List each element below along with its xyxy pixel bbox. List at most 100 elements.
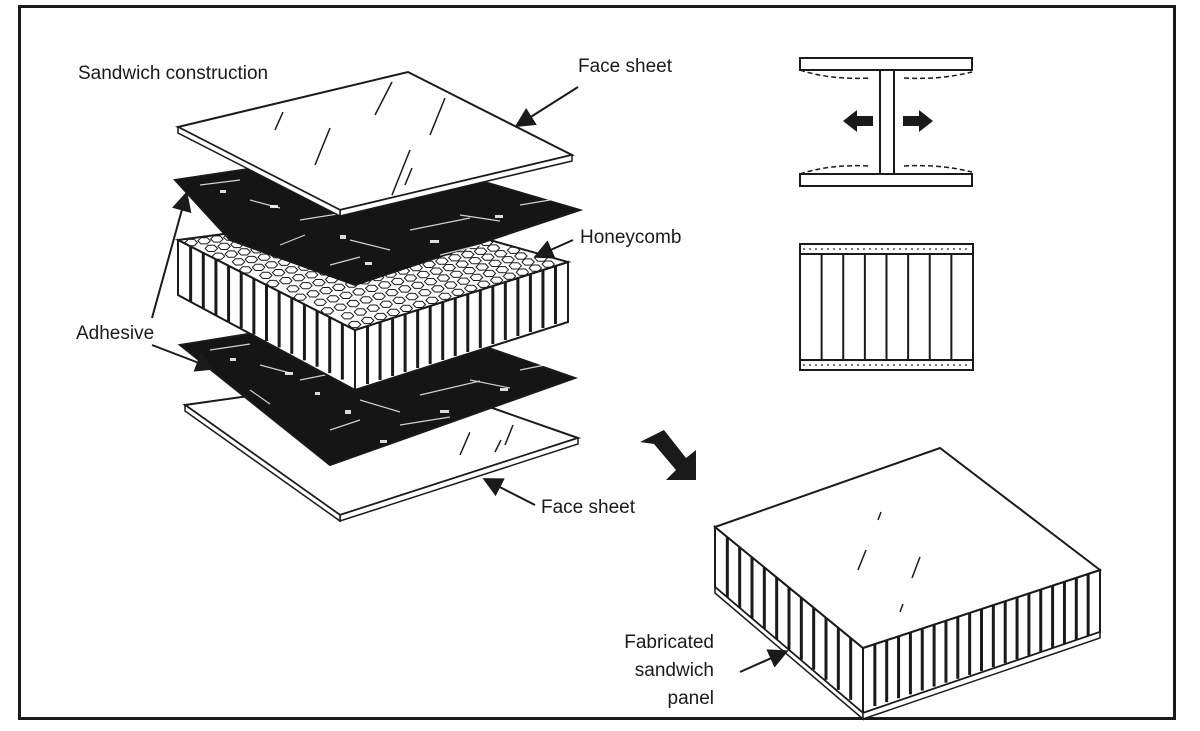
honeycomb-cell [515, 268, 530, 276]
texture-dot [947, 364, 949, 366]
honeycomb-cell [286, 285, 300, 293]
label-fabricated-line1: Fabricated [624, 632, 714, 653]
texture-dot [923, 248, 925, 250]
honeycomb-cell [217, 242, 232, 250]
texture-dot [917, 248, 919, 250]
texture-dot [905, 364, 907, 366]
honeycomb-cell [184, 238, 199, 247]
honeycomb-cell [347, 320, 362, 329]
honeycomb-cell [399, 304, 414, 312]
texture-dot [905, 248, 907, 250]
honeycomb-cell [251, 263, 266, 271]
texture-dot [863, 248, 865, 250]
label-fabricated-line3: panel [667, 688, 715, 709]
honeycomb-cell [346, 299, 361, 308]
honeycomb-cell [469, 273, 484, 281]
honeycomb-cell [244, 255, 259, 264]
texture-dot [839, 248, 841, 250]
texture-dot [845, 364, 847, 366]
honeycomb-cell [284, 266, 299, 274]
texture-dot [815, 364, 817, 366]
honeycomb-cell [366, 304, 381, 312]
honeycomb-cell [493, 250, 508, 258]
texture-dot [869, 364, 871, 366]
honeycomb-cell [442, 264, 457, 272]
texture-dot [899, 364, 901, 366]
honeycomb-cell [541, 260, 556, 268]
honeycomb-cell [449, 270, 464, 278]
texture-dot [869, 248, 871, 250]
honeycomb-cell [359, 296, 374, 304]
texture-dot [875, 364, 877, 366]
honeycomb-cell [224, 250, 239, 258]
sandwich-cross-section [799, 243, 974, 371]
honeycomb-cell [429, 267, 444, 275]
honeycomb-cell [339, 291, 353, 299]
texture-dot [827, 248, 829, 250]
honeycomb-cell [463, 284, 478, 292]
honeycomb-cell [425, 296, 440, 304]
honeycomb-cell [237, 248, 252, 256]
honeycomb-cell [521, 258, 536, 266]
texture-dot [857, 248, 859, 250]
honeycomb-cell [397, 285, 412, 293]
honeycomb-cell [480, 253, 495, 261]
honeycomb-cell [319, 287, 333, 295]
texture-dot [851, 364, 853, 366]
arrow-left-icon [843, 110, 873, 132]
texture-dot [833, 248, 835, 250]
honeycomb-cell [455, 260, 470, 268]
honeycomb-cell [468, 257, 482, 265]
honeycomb-cell [430, 285, 445, 293]
texture-dot [809, 364, 811, 366]
honeycomb-cell [412, 300, 427, 308]
honeycomb-cell [422, 260, 437, 268]
texture-dot [827, 364, 829, 366]
honeycomb-cell [495, 266, 510, 274]
arrow-right-icon [903, 110, 933, 132]
texture-dot [899, 248, 901, 250]
texture-dot [821, 364, 823, 366]
honeycomb-cell [326, 295, 341, 303]
fabricated-panel [712, 446, 1103, 721]
texture-dot [803, 248, 805, 250]
label-face-sheet-top: Face sheet [578, 56, 672, 77]
texture-dot [845, 248, 847, 250]
texture-dot [965, 364, 967, 366]
honeycomb-cell [462, 267, 477, 275]
honeycomb-cell [298, 282, 313, 290]
honeycomb-cell [238, 266, 253, 274]
honeycomb-cell [476, 280, 491, 288]
texture-dot [887, 248, 889, 250]
texture-dot [815, 248, 817, 250]
honeycomb-cell [311, 279, 326, 287]
honeycomb-cell [482, 269, 497, 278]
honeycomb-cell [528, 264, 543, 272]
texture-dot [959, 364, 961, 366]
texture-dot [929, 248, 931, 250]
texture-dot [923, 364, 925, 366]
texture-dot [911, 248, 913, 250]
texture-dot [875, 248, 877, 250]
texture-dot [959, 248, 961, 250]
honeycomb-cell [291, 274, 306, 282]
honeycomb-cell [197, 237, 212, 245]
texture-dot [929, 364, 931, 366]
honeycomb-cell [331, 283, 346, 291]
honeycomb-cell [501, 256, 515, 264]
texture-dot [917, 364, 919, 366]
texture-dot [803, 364, 805, 366]
texture-dot [863, 364, 865, 366]
texture-dot [839, 364, 841, 366]
honeycomb-cell [508, 262, 523, 270]
honeycomb-cell [384, 289, 399, 297]
honeycomb-cell [333, 303, 348, 311]
honeycomb-cell [313, 298, 328, 306]
label-adhesive: Adhesive [76, 323, 155, 344]
honeycomb-cell [364, 284, 379, 292]
honeycomb-cell [340, 312, 355, 320]
honeycomb-cell [306, 290, 321, 298]
texture-dot [935, 364, 937, 366]
honeycomb-cell [386, 308, 401, 317]
